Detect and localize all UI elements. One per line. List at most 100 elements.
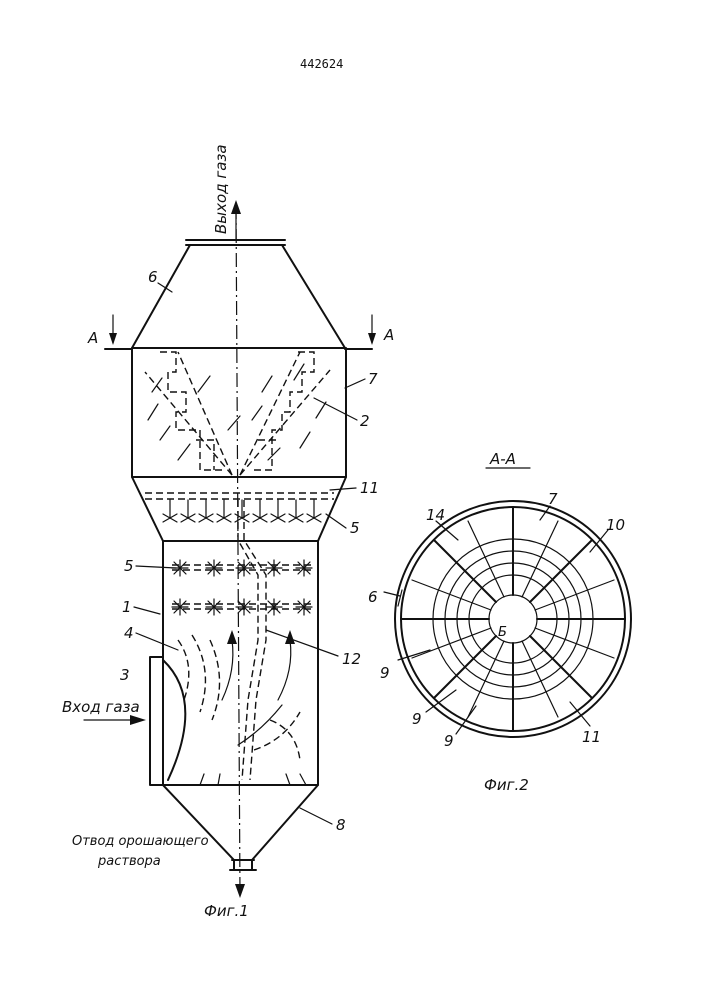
radial-vane [522, 641, 558, 717]
nozzle-star [266, 560, 282, 576]
vane-stepped-right [252, 352, 314, 470]
vane-block-left [196, 440, 214, 470]
solution-outlet-label-1: Отвод орошающего [72, 834, 209, 849]
spray-nozzles [172, 560, 312, 615]
label-6: 6 [148, 268, 158, 286]
swirl-arrowhead [227, 630, 237, 644]
swirl-arrow [222, 640, 233, 700]
gas-inlet-arrowhead [130, 715, 146, 725]
label-5-lower: 5 [124, 557, 134, 575]
section-letter-right: А [383, 326, 394, 344]
leader-4 [136, 633, 178, 650]
flow-arrow [198, 376, 210, 392]
flow-arrow [148, 404, 158, 420]
nozzle [181, 500, 195, 522]
nozzle [235, 500, 249, 522]
flow-arrow [316, 402, 326, 418]
gas-inlet-label: Вход газа [62, 698, 140, 716]
vane-cone-right-inner [240, 352, 300, 475]
label-6: 6 [368, 588, 378, 606]
radial-vane [530, 540, 592, 602]
leader-5a [326, 514, 346, 528]
radial-vane [434, 636, 496, 698]
top-cone [132, 245, 345, 348]
leader-5b [136, 566, 176, 568]
flow-arrow [262, 376, 272, 392]
section-b-marker [384, 590, 402, 606]
gas-outlet-arrowhead [231, 200, 241, 214]
vane-cone-left-outer [145, 372, 232, 475]
nozzle-star [296, 560, 312, 576]
leader-8 [300, 808, 332, 824]
nozzle-star [206, 560, 222, 576]
figure-2-section: А-А [368, 450, 631, 794]
radial-vanes [401, 507, 625, 731]
label-3: 3 [120, 666, 130, 684]
swirl-line [192, 635, 205, 712]
nozzle [217, 500, 231, 522]
vane-stepped-left [160, 352, 222, 470]
radial-vane [522, 521, 558, 597]
upper-nozzles [163, 500, 321, 522]
radial-vane [434, 540, 496, 602]
label-10: 10 [606, 516, 625, 534]
swirl-line [254, 712, 300, 750]
label-9-b: 9 [412, 710, 422, 728]
bottom-outlet [230, 860, 256, 870]
label-b: Б [498, 625, 507, 640]
radial-vane [468, 521, 504, 597]
label-8: 8 [336, 816, 346, 834]
label-7: 7 [548, 490, 558, 508]
leader-1 [134, 607, 160, 614]
label-2: 2 [360, 412, 370, 430]
section-arrowhead-right [368, 333, 376, 345]
label-4: 4 [124, 624, 134, 642]
nozzle-star [236, 599, 252, 615]
lower-body [163, 541, 318, 785]
flow-arrow [252, 406, 262, 420]
leader-7 [345, 379, 365, 388]
radial-vane [468, 641, 504, 717]
vane-cone-right-outer [240, 370, 330, 475]
bottom-baffles [200, 774, 306, 785]
leader-12 [266, 630, 338, 656]
nozzle [289, 500, 303, 522]
separator-section [132, 348, 346, 477]
gas-outlet-label: Выход газа [212, 144, 230, 234]
swirl-line [210, 640, 220, 720]
swirl-line [178, 640, 189, 700]
label-1: 1 [122, 598, 132, 616]
leader-11 [330, 488, 356, 490]
label-11: 11 [360, 479, 379, 497]
label-14: 14 [426, 506, 445, 524]
figure-1-caption: Фиг.1 [204, 902, 249, 920]
nozzle-star [236, 560, 252, 576]
figure-1-apparatus: А А [62, 144, 394, 920]
upper-nozzle-pipe [145, 493, 334, 499]
nozzle [163, 500, 177, 522]
label-9-c: 9 [444, 732, 454, 750]
label-5-upper: 5 [350, 519, 360, 537]
nozzle-star [172, 599, 188, 615]
nozzle [253, 500, 267, 522]
section-title: А-А [489, 450, 516, 468]
nozzle [307, 500, 321, 522]
nozzle-star [206, 599, 222, 615]
nozzle [271, 500, 285, 522]
leader-2 [314, 398, 357, 420]
inlet-volute [163, 660, 185, 780]
flow-arrow [160, 426, 170, 440]
flow-arrow [300, 432, 310, 448]
label-12: 12 [342, 650, 361, 668]
section-arrowhead-left [109, 333, 117, 345]
leader-9a [398, 650, 430, 660]
flow-arrow [178, 444, 190, 460]
label-9-a: 9 [380, 664, 390, 682]
nozzle-star [266, 599, 282, 615]
figure-2-caption: Фиг.2 [484, 776, 529, 794]
nozzle-star [296, 599, 312, 615]
swirl-arrow [278, 640, 291, 700]
nozzle [199, 500, 213, 522]
solution-outlet-arrowhead [235, 884, 245, 898]
